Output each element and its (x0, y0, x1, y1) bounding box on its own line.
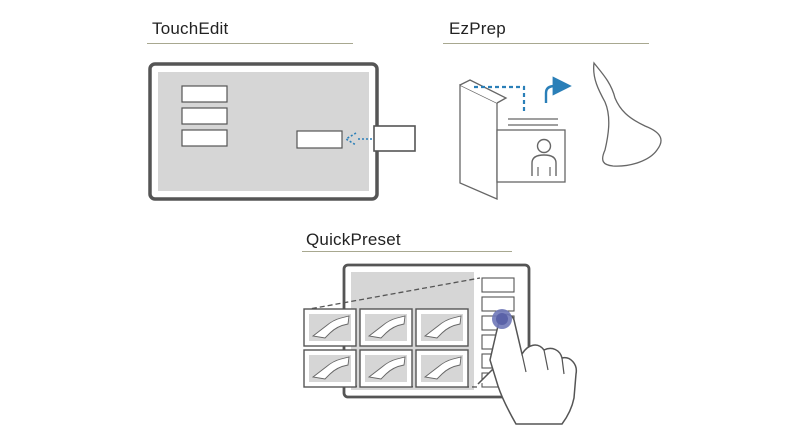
preset-thumbnail (303, 349, 357, 388)
touch-point-core (496, 313, 508, 325)
quickpreset-heading: QuickPreset (306, 230, 401, 249)
quickpreset-illustration (303, 263, 578, 425)
quickpreset-underline (302, 251, 512, 252)
projection-line (303, 277, 481, 311)
edit-target-box (296, 130, 343, 149)
preset-thumbnail (359, 308, 413, 347)
touchedit-heading: TouchEdit (152, 19, 229, 38)
patient-card-icon (496, 118, 566, 183)
preset-thumbnail (359, 349, 413, 388)
menu-box-2 (181, 107, 228, 125)
ezprep-illustration (459, 61, 662, 200)
preset-thumbnail-grid (303, 308, 469, 388)
curved-arrow-icon (544, 76, 572, 103)
ezprep-heading: EzPrep (449, 19, 506, 38)
preset-thumbnail (415, 308, 469, 347)
dotted-connector (474, 85, 526, 112)
folder-icon (459, 79, 508, 200)
preset-thumbnail (303, 308, 357, 347)
pointing-hand-icon (477, 313, 578, 425)
probe-icon (593, 61, 662, 167)
menu-box-3 (181, 129, 228, 147)
touchedit-illustration (148, 62, 416, 201)
touchedit-underline (147, 43, 353, 44)
ezprep-underline (443, 43, 649, 44)
preset-thumbnail (415, 349, 469, 388)
external-edit-box (373, 125, 416, 152)
menu-box-1 (181, 85, 228, 103)
dotted-arrow-icon (344, 132, 372, 146)
